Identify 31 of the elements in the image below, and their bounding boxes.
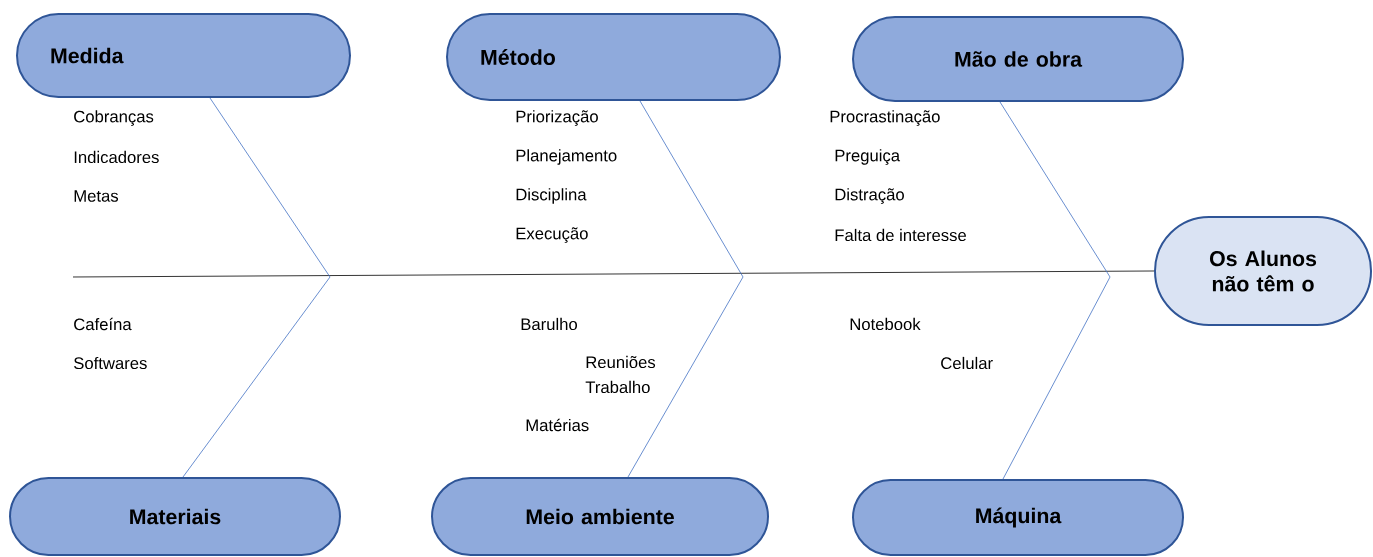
cause-label: Planejamento (516, 149, 617, 165)
cause-label: Celular (941, 356, 993, 370)
bone-line (999, 101, 1111, 278)
cause-label: Preguiça (835, 149, 901, 165)
category-box: Meio ambiente (431, 477, 769, 556)
category-box: Máquina (852, 479, 1184, 556)
spine-line (72, 270, 1155, 278)
cause-label: Barulho (521, 317, 577, 331)
cause-label: Notebook (850, 317, 921, 331)
cause-label: Cafeína (74, 317, 132, 331)
category-box: Método (446, 13, 781, 101)
cause-label: Distração (835, 188, 904, 204)
bone-line (1002, 276, 1111, 480)
cause-label: Metas (74, 190, 119, 202)
cause-label: Reuniões (586, 355, 656, 369)
bone-line (209, 97, 331, 278)
bone-line (627, 276, 744, 478)
cause-label: Matérias (526, 418, 589, 432)
cause-label: Softwares (74, 356, 147, 370)
cause-label: Falta de interesse (835, 228, 966, 242)
cause-label: Trabalho (585, 380, 650, 394)
category-box: Mão de obra (852, 16, 1184, 102)
bone-line (639, 100, 744, 278)
cause-label: Procrastinação (830, 110, 940, 126)
category-box: Os Alunos não têm o (1154, 216, 1372, 326)
cause-label: Indicadores (74, 150, 159, 164)
category-box: Materiais (9, 477, 341, 556)
cause-label: Disciplina (516, 188, 587, 204)
bone-line (182, 276, 331, 478)
cause-label: Execução (516, 227, 588, 243)
category-box: Medida (16, 13, 351, 98)
